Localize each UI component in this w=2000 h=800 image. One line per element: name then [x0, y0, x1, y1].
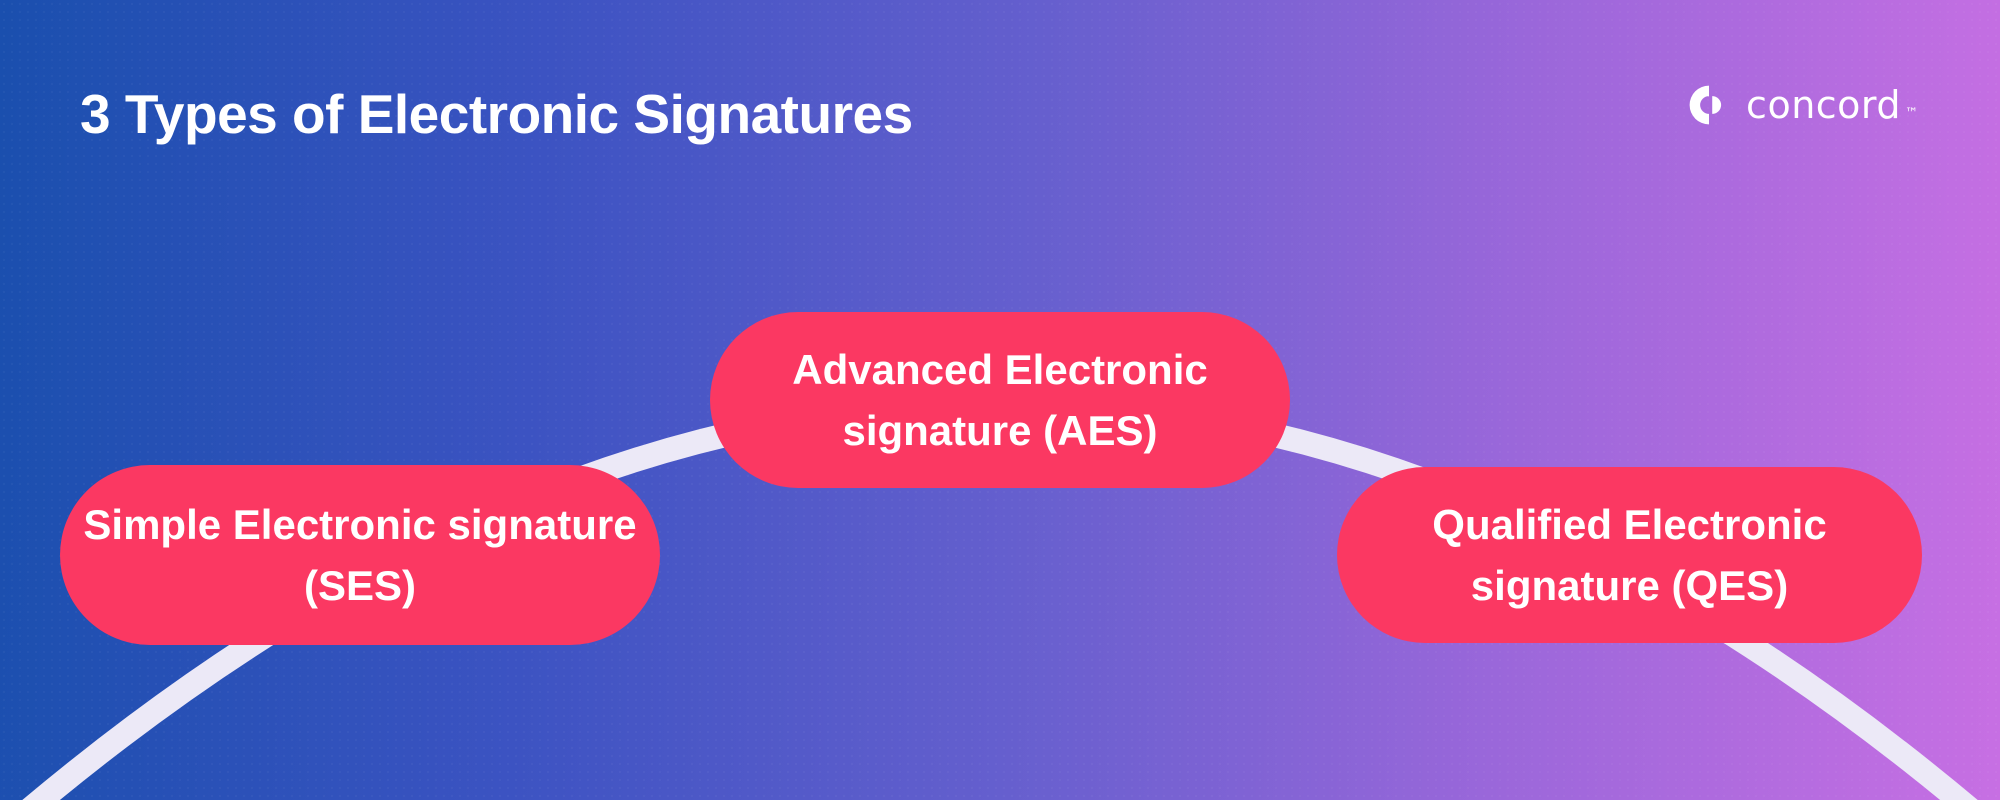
node-label-line2: signature (QES) — [1470, 562, 1789, 609]
logo-crescent-shape — [1689, 85, 1710, 125]
node-pill-aes: Advanced Electronic signature (AES) — [710, 312, 1290, 488]
concord-logo-icon — [1689, 85, 1722, 125]
node-label-line1: Qualified Electronic — [1432, 501, 1827, 548]
brand-logo: concord ™ — [1688, 84, 1930, 126]
brand-trademark: ™ — [1905, 106, 1918, 121]
node-pill-ses: Simple Electronic signature (SES) — [60, 465, 660, 645]
node-label-line2: (SES) — [303, 562, 416, 609]
node-label-line2: signature (AES) — [842, 407, 1158, 454]
node-label-line1: Simple Electronic signature — [83, 501, 637, 548]
node-label-line1: Advanced Electronic — [792, 346, 1208, 393]
page-title: 3 Types of Electronic Signatures — [80, 83, 913, 145]
logo-half-dot-shape — [1712, 96, 1722, 114]
brand-wordmark: concord — [1746, 83, 1901, 127]
node-pill-qes: Qualified Electronic signature (QES) — [1337, 467, 1922, 643]
